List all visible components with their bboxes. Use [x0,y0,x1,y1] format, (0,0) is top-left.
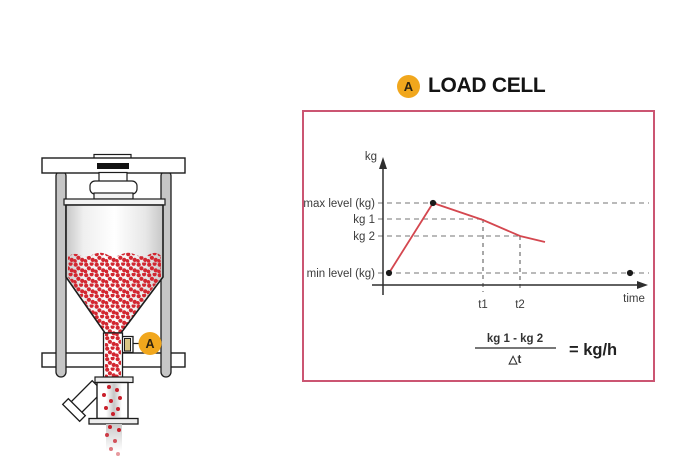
outlet-neck-pellets [105,333,121,377]
load-cell-sensor [124,338,131,352]
outlet-flange [94,376,134,384]
load-cell-badge [138,332,162,355]
title-label: LOAD CELL [428,74,546,97]
load-cell-title: A LOAD CELL [397,74,546,98]
label-min-level: min level (kg) [307,268,376,280]
formula-denominator: △t [508,354,522,366]
metering-tube-bottom-flange [88,417,139,425]
top-mount-block [97,163,129,169]
point-empty-marker [626,269,634,277]
y-axis-title: kg [365,151,377,163]
flow-rate-formula: kg 1 - kg 2 △t = kg/h [475,333,617,366]
x-axis-arrow [637,281,648,289]
label-kg1: kg 1 [353,214,375,226]
title-badge: A [397,74,420,98]
point-peak-max [429,199,437,207]
label-max-level: max level (kg) [304,198,375,210]
y-axis-arrow [379,157,387,169]
discharge-spout-flange [61,397,87,423]
series-line-hopper-weight [388,201,546,274]
load-cell-badge-letter: A [145,337,154,351]
point-start-min [385,269,393,277]
falling-pellets-tube [102,385,122,416]
x-axis-title: time [623,293,645,305]
load-cell-bracket [122,335,134,354]
load-cell-chart: kg time max level (kg) kg 1 kg 2 min lev… [304,151,649,366]
inlet-cap [89,180,138,195]
pellet-fill [68,252,161,333]
vessel-top-flange [63,198,166,206]
load-cell-chart-box: kg time max level (kg) kg 1 kg 2 min lev… [302,110,655,382]
tick-t1: t1 [478,299,488,311]
hopper-diagram: A [41,153,186,456]
label-kg2: kg 2 [353,231,375,243]
falling-pellets-below [105,425,121,456]
tick-t2: t2 [515,299,525,311]
inlet-base [93,192,134,200]
formula-numerator: kg 1 - kg 2 [487,333,543,345]
formula-result: = kg/h [569,341,617,359]
